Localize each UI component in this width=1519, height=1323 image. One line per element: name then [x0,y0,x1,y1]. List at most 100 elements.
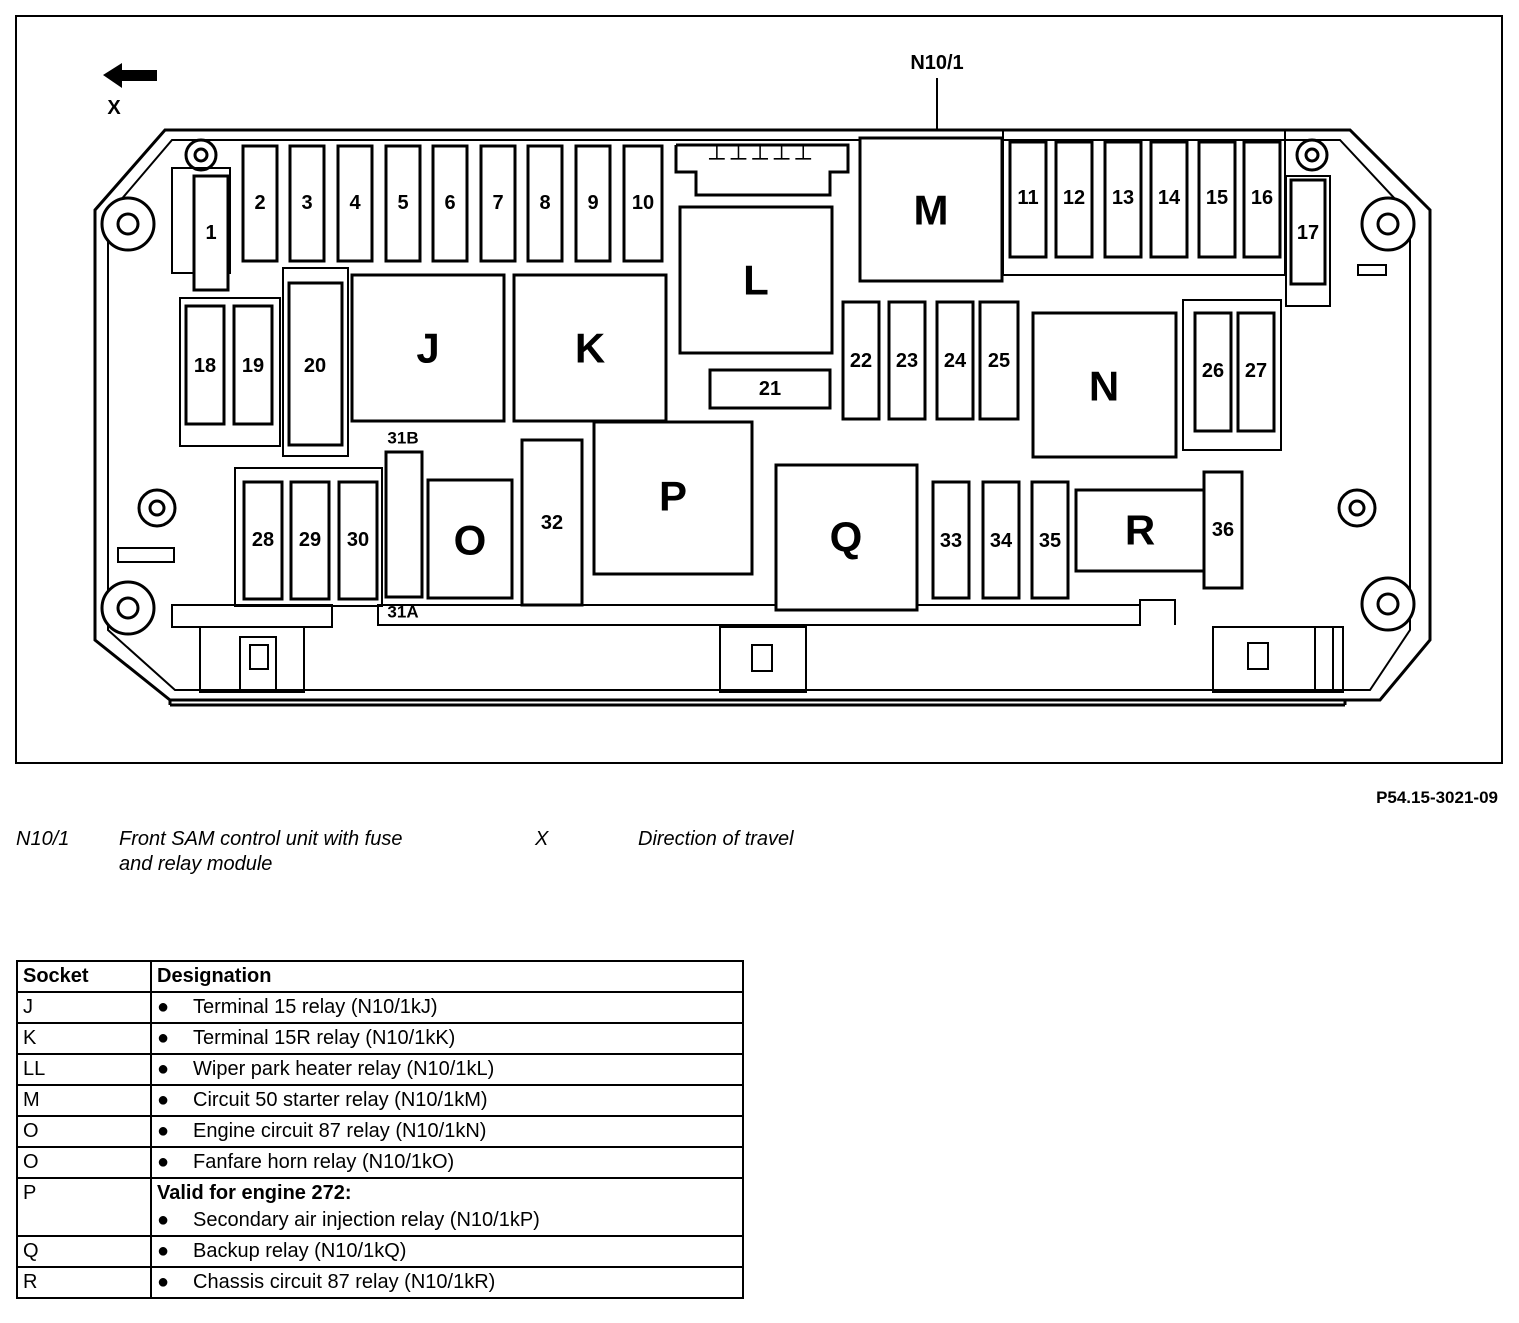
fuse-label: 1 [205,222,216,244]
relay-label: R [1125,507,1155,554]
designation-heading: Valid for engine 272: [157,1182,352,1204]
legend-key: X [535,828,549,850]
direction-arrow-icon [103,63,157,88]
fuse-label: 27 [1245,360,1267,382]
fuse-slot [1054,140,1094,259]
fuse-label: 31B [387,429,418,448]
fuse-slot [935,300,975,421]
fuse-slot [841,300,881,421]
table-row: J ●Terminal 15 relay (N10/1kJ) [16,991,744,1024]
table-row: O ●Fanfare horn relay (N10/1kO) [16,1146,744,1179]
fuse-label: 32 [541,512,563,534]
table-row: P Valid for engine 272: ● Secondary air in… [16,1177,744,1237]
fuse-label: 25 [988,350,1010,372]
fuse-label: 21 [759,378,781,400]
fuse-slot [241,144,279,263]
designation-text: Fanfare horn relay (N10/1kO) [193,1151,455,1173]
relay-label: O [454,517,487,564]
fuse-slot [289,480,331,601]
designation-cell: ●Circuit 50 starter relay (N10/1kM) [150,1084,744,1117]
relays: J K L M N O P Q R [350,136,1206,612]
designation-text: Wiper park heater relay (N10/1kL) [193,1058,495,1080]
relay-label: P [659,473,687,520]
fuse-label: 3 [301,192,312,214]
fuse-label: 34 [990,530,1013,552]
relay-slot [858,136,1004,283]
designation-cell: ● Chassis circuit 87 relay (N10/1kR) [150,1266,744,1299]
fuse-slot [192,174,230,292]
fuse-label: 23 [896,350,918,372]
fuse-slot [1008,140,1048,259]
relay-label: Q [830,514,863,561]
fuse-label: 30 [347,529,369,551]
socket-cell: Q [16,1235,152,1268]
legend-key: N10/1 [16,828,70,850]
socket-cell: P [16,1177,152,1237]
fuse-slot [526,144,564,263]
fuse-label: 18 [194,355,216,377]
designation-cell: Valid for engine 272: ● Secondary air inje… [150,1177,744,1237]
designation-cell: ● Wiper park heater relay (N10/1kL) [150,1053,744,1086]
svg-text:┴┴┴┴┴: ┴┴┴┴┴ [708,145,817,171]
socket-table: Socket Designation J ●Terminal 15 relay … [16,960,744,1299]
relay-slot [512,273,668,423]
fuse-label: 7 [492,192,503,214]
fuse-label: 35 [1039,530,1061,552]
fuse-label: 29 [299,529,321,551]
fuse-slot [1197,140,1237,259]
fuse-label: 11 [1017,187,1038,209]
table-row: K ● Terminal 15R relay (N10/1kK) [16,1022,744,1055]
fuse-slot [1193,311,1233,433]
fuse-slot [981,480,1021,600]
fuse-slot [1149,140,1189,259]
bullet-icon: ● [157,1027,170,1049]
bullet-icon: ● [157,1120,170,1142]
designation-cell: ●Fanfare horn relay (N10/1kO) [150,1146,744,1179]
relay-label: K [575,325,605,372]
fuse-label: 5 [397,192,408,214]
table-row: Q ●Backup relay (N10/1kQ) [16,1235,744,1268]
socket-cell: LL [16,1053,152,1086]
fuse-label: 33 [940,530,962,552]
designation-cell: ● Terminal 15R relay (N10/1kK) [150,1022,744,1055]
socket-cell: K [16,1022,152,1055]
table-row: LL ● Wiper park heater relay (N10/1kL) [16,1053,744,1086]
fuse-slot [887,300,927,421]
legend-text: Direction of travel [638,828,794,850]
bullet-icon: ● [157,1058,170,1080]
socket-cell: M [16,1084,152,1117]
bullet-icon: ● [157,1209,170,1231]
designation-text: Secondary air injection relay (N10/1kP) [193,1209,540,1231]
relay-label: M [914,187,949,234]
designation-text: Terminal 15 relay (N10/1kJ) [193,996,438,1018]
designation-text: Engine circuit 87 relay (N10/1kN) [193,1120,487,1142]
socket-cell: J [16,991,152,1024]
figure-id: P54.15-3021-09 [1376,788,1498,807]
fuse-slot [242,480,284,601]
fuse-slot [337,480,379,601]
fuse-label: 36 [1212,519,1234,541]
bullet-icon: ● [157,1271,170,1293]
relay-slot [678,205,834,355]
designation-text: Chassis circuit 87 relay (N10/1kR) [193,1271,496,1293]
diagram-frame [15,15,1503,764]
fuse-slot [520,438,584,607]
fuse-slot [1242,140,1282,259]
relay-slot [774,463,919,612]
relay-slot [1074,488,1206,573]
fuse-slot [1103,140,1143,259]
relay-label: L [743,257,769,304]
fuse-label: 10 [632,192,654,214]
fuse-slot [184,304,226,426]
fuse-label: 20 [304,355,326,377]
relay-slot [1031,311,1178,459]
fuse-slot [1289,178,1327,286]
fuse-label: 17 [1297,222,1319,244]
designation-text: Circuit 50 starter relay (N10/1kM) [193,1089,488,1111]
legend-text: Front SAM control unit with fuse [119,828,403,850]
fuse-slot [1030,480,1070,600]
fuse-label: 6 [444,192,455,214]
designation-text: Terminal 15R relay (N10/1kK) [193,1027,456,1049]
bullet-icon: ● [157,1240,170,1262]
fuse-slot [978,300,1020,421]
